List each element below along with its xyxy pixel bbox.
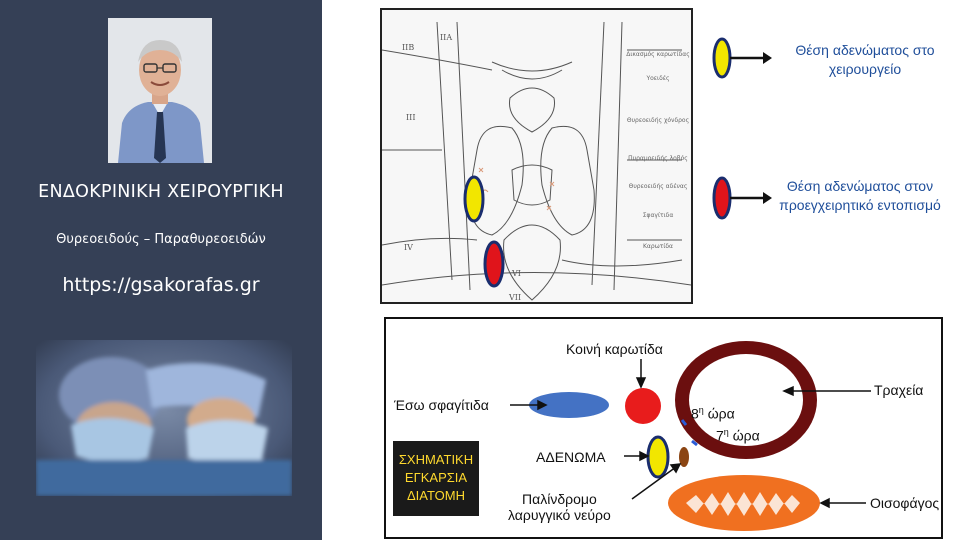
sidebar-subtitle: Θυρεοειδούς – Παραθυρεοειδών [56,232,266,247]
label-jugular: Σφαγίτιδα [643,212,674,219]
label-8th-hour: 8η ώρα [691,405,735,422]
label-internal-jugular: Έσω σφαγίτιδα [394,397,489,413]
region-label-iii: III [406,113,415,122]
legend-preop-marker [712,176,772,220]
carotid-artery [625,388,661,424]
legend-surgery-text: Θέση αδενώματος στο χειρουργείο [795,42,935,77]
neck-anatomy-sketch: IIB IIA III IV VI VII Δικασμός καρωτίδας… [380,8,693,304]
adenoma-marker-preop [483,240,505,288]
label-7th-hour: 7η ώρα [716,427,760,444]
legend-preop-text: Θέση αδενώματος στον προεγχειρητικό εντο… [779,178,941,213]
label-hyoid: Υοειδές [645,75,669,82]
jugular-vein [529,392,609,418]
label-carotid-bifurcation: Δικασμός καρωτίδας [626,51,689,58]
adenoma-marker-surgery [463,175,485,223]
author-portrait [108,18,212,163]
label-trachea: Τραχεία [874,382,924,398]
recurrent-nerve [679,447,689,467]
region-label-iv: IV [404,243,413,252]
schematic-caption-box: ΣΧΗΜΑΤΙΚΗ ΕΓΚΑΡΣΙΑ ΔΙΑΤΟΜΗ [393,441,479,516]
label-thyroid-gland: Θυρεοειδής αδένας [629,183,688,190]
label-pyramidal-lobe: Πυραμοειδής λοβός [628,155,688,162]
surgeon-photo [36,340,292,496]
label-adenoma: ΑΔΕΝΩΜΑ [536,449,606,465]
label-common-carotid: Κοινή καρωτίδα [566,341,663,357]
region-label-vii: VII [508,293,521,302]
website-link[interactable]: https://gsakorafas.gr [62,274,260,296]
region-label-vi: VI [511,269,521,278]
region-label-iia: IIA [440,33,452,42]
label-carotid: Καρωτίδα [643,243,673,250]
sidebar-title: ΕΝΔΟΚΡΙΝΙΚΗ ΧΕΙΡΟΥΡΓΙΚΗ [38,182,284,202]
adenoma-shape [646,435,670,479]
legend-surgery-marker [712,37,772,79]
cross-section-diagram: Κοινή καρωτίδα Έσω σφαγίτιδα Τραχεία 8η … [384,317,943,539]
label-thyroid-cartilage: Θυρεοειδής χόνδρος [627,117,689,124]
label-esophagus: Οισοφάγος [870,495,940,511]
region-label-iib: IIB [402,43,414,52]
label-recurrent-nerve: Παλίνδρομο λαρυγγικό νεύρο [508,491,611,523]
sidebar: ΕΝΔΟΚΡΙΝΙΚΗ ΧΕΙΡΟΥΡΓΙΚΗ Θυρεοειδούς – Πα… [0,0,322,540]
